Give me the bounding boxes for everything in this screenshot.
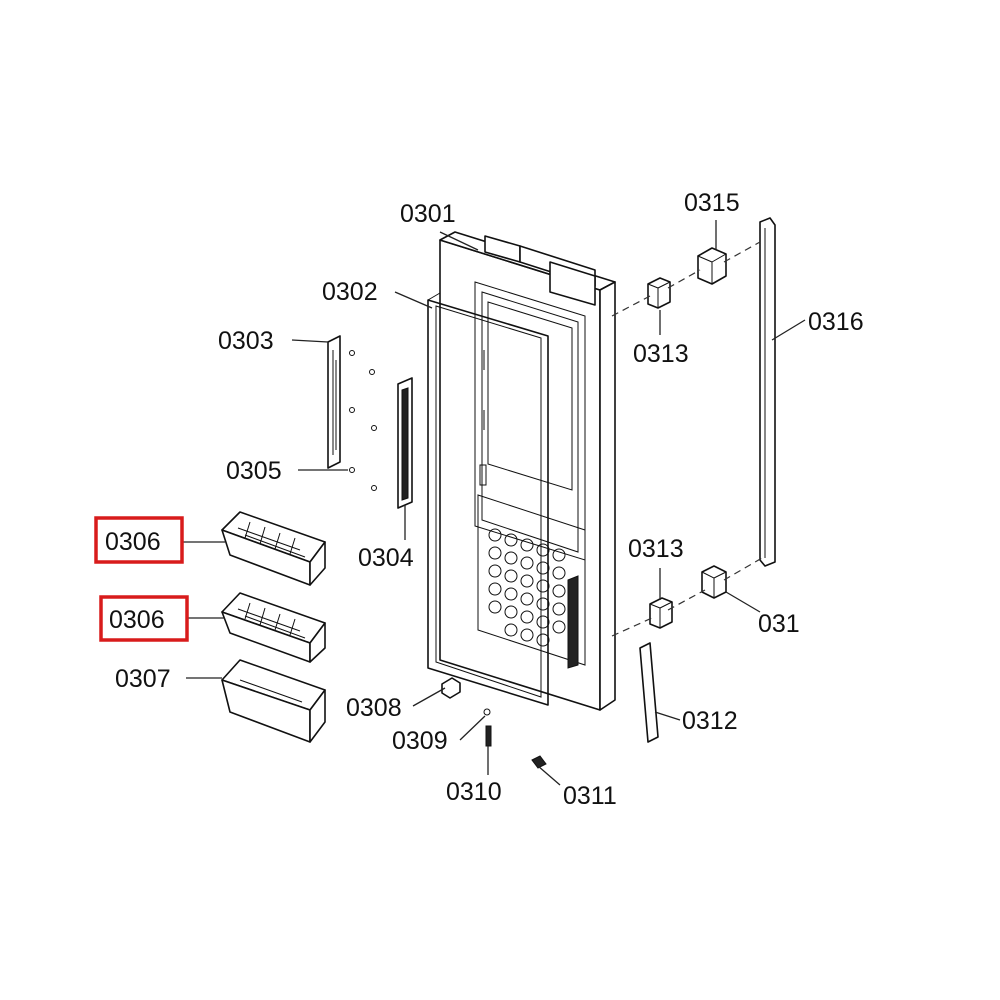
hinge-cap-upper bbox=[697, 247, 727, 285]
label-0307: 0307 bbox=[115, 665, 171, 693]
label-0314: 031 bbox=[758, 610, 800, 638]
label-0306-upper: 0306 bbox=[105, 528, 161, 556]
highlight-box-0306-upper bbox=[94, 516, 184, 564]
label-0310: 0310 bbox=[446, 778, 502, 806]
rail-screws bbox=[349, 350, 377, 491]
label-0313-upper: 0313 bbox=[633, 340, 689, 368]
door-gasket bbox=[427, 292, 549, 706]
label-0306-lower: 0306 bbox=[109, 606, 165, 634]
label-0304: 0304 bbox=[358, 544, 414, 572]
label-0311: 0311 bbox=[563, 782, 617, 810]
shelf-rail-left bbox=[327, 335, 341, 469]
door-vent-holes bbox=[488, 528, 566, 647]
hinge-block-lower bbox=[649, 597, 673, 629]
label-0308: 0308 bbox=[346, 694, 402, 722]
label-0312: 0312 bbox=[682, 707, 738, 735]
hinge-cap-lower bbox=[701, 565, 727, 599]
small-bracket bbox=[531, 755, 547, 769]
label-0316: 0316 bbox=[808, 308, 864, 336]
door-panel bbox=[439, 231, 616, 711]
door-bin-lower bbox=[221, 659, 326, 743]
label-0305: 0305 bbox=[226, 457, 282, 485]
door-trim-bottom bbox=[639, 642, 659, 743]
door-bin-middle bbox=[221, 592, 326, 663]
highlight-box-0306-lower bbox=[99, 595, 189, 642]
label-0309: 0309 bbox=[392, 727, 448, 755]
hinge-pin bbox=[485, 725, 492, 770]
label-0302: 0302 bbox=[322, 278, 378, 306]
label-0315: 0315 bbox=[684, 189, 740, 217]
hinge-block-upper bbox=[647, 277, 671, 309]
small-screw bbox=[483, 708, 491, 716]
label-0313-lower: 0313 bbox=[628, 535, 684, 563]
label-0303: 0303 bbox=[218, 327, 274, 355]
door-bin-upper bbox=[221, 511, 326, 586]
shelf-rail-right bbox=[397, 377, 413, 509]
door-trim-vertical bbox=[759, 217, 776, 567]
label-0301: 0301 bbox=[400, 200, 456, 228]
small-clip bbox=[441, 677, 461, 699]
